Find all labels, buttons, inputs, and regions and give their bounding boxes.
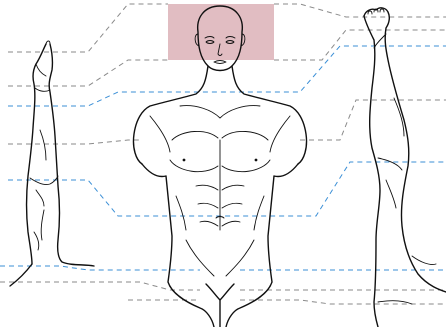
mouth xyxy=(214,61,226,64)
guide-line-gray xyxy=(274,4,446,17)
left-arm-crease xyxy=(150,116,170,152)
guide-line-gray xyxy=(8,4,168,52)
right-oblique xyxy=(254,196,264,230)
guide-line-gray xyxy=(240,300,446,304)
left-pec-top xyxy=(172,131,218,140)
arm-outline xyxy=(27,44,47,264)
fingertips xyxy=(46,41,50,44)
left-shoulder xyxy=(133,66,208,164)
left-oblique xyxy=(176,196,186,230)
abs-row-2-right xyxy=(222,203,242,208)
guide-line-gray xyxy=(274,30,446,60)
left-groin-line xyxy=(186,240,214,276)
leg-outline-back xyxy=(364,16,380,327)
right-arm-crease xyxy=(270,116,290,152)
left-arm-drawing xyxy=(10,41,94,286)
right-shoulder xyxy=(232,66,307,164)
guide-line-gray xyxy=(300,100,446,140)
forearm-detail xyxy=(40,130,46,160)
right-pec-bottom xyxy=(222,160,270,172)
pelvis-detail xyxy=(206,284,234,300)
right-leg-drawing xyxy=(364,8,446,327)
torso-drawing xyxy=(133,66,306,327)
right-body-side xyxy=(226,164,298,327)
guide-line-gray xyxy=(8,60,168,86)
torso-edge xyxy=(10,264,32,286)
toe xyxy=(380,9,384,12)
shoulder-detail xyxy=(34,232,39,250)
collarbones xyxy=(180,106,260,118)
abs-row-2-left xyxy=(198,203,218,208)
toe xyxy=(368,11,372,14)
wrist-line xyxy=(35,88,50,91)
right-nipple xyxy=(255,159,258,162)
abs-row-1-right xyxy=(222,185,244,190)
abs-row-3-left xyxy=(200,221,218,226)
guide-line-gray xyxy=(8,140,142,144)
right-groin-line xyxy=(226,240,254,276)
right-pec-top xyxy=(222,131,268,140)
hip-detail xyxy=(412,256,436,265)
thumb-crease xyxy=(36,64,46,76)
left-nipple xyxy=(183,159,186,162)
thigh-detail xyxy=(386,180,396,208)
left-pec-bottom xyxy=(170,160,218,172)
arm-outline xyxy=(49,44,94,266)
knee-detail xyxy=(378,158,402,170)
abs-row-3-right xyxy=(222,221,240,226)
head-highlight-box xyxy=(168,4,274,60)
left-body-side xyxy=(142,164,214,327)
upper-arm-detail xyxy=(41,210,44,240)
elbow-detail xyxy=(36,190,44,206)
abs-row-1-left xyxy=(196,185,218,190)
